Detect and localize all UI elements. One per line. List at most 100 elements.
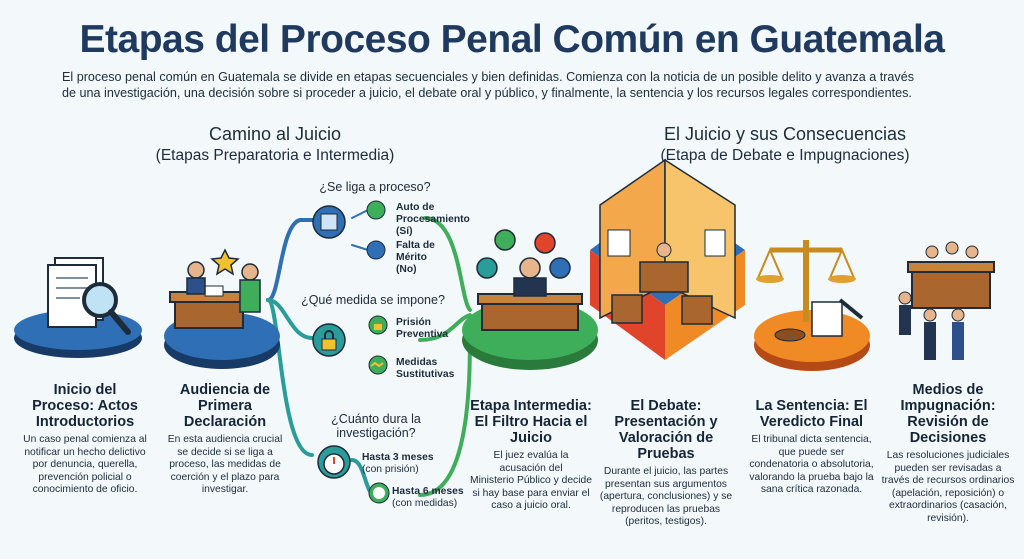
connector-q3 (266, 298, 314, 457)
stage-3-illustration (462, 229, 598, 370)
option-line: Procesamiento (396, 214, 470, 225)
intro-line-1: El proceso penal común en Guatemala se d… (62, 70, 914, 84)
stage-4-illustration (590, 158, 745, 360)
connector-q1-opts (351, 209, 369, 251)
stage-desc-line: que puede ser (778, 446, 845, 458)
stage-desc-line: se decide si se liga a (177, 446, 273, 458)
stage-title: Medios de Impugnación: Revisión de Decis… (874, 382, 1022, 446)
stage-desc-line: notificar un hecho delictivo (24, 446, 146, 458)
option-line: Mérito (396, 252, 427, 263)
stage-title: El Debate: Presentación y Valoración de … (596, 398, 736, 462)
stage-desc-line: reproducen las pruebas (611, 503, 721, 515)
stage-title-line: El Filtro Hacia el (474, 414, 588, 430)
falta-merito-icon (366, 240, 386, 260)
option-tres-meses: Hasta 3 meses (con prisión) (362, 452, 452, 476)
stage-desc-line: El juez evalúa la (493, 450, 569, 461)
left-section-title: Camino al Juicio (Etapas Preparatoria e … (110, 123, 440, 167)
option-line: (con prisión) (362, 464, 419, 475)
stage-title: Etapa Intermedia: El Filtro Hacia el Jui… (466, 398, 596, 446)
option-line: (con medidas) (392, 498, 458, 509)
intro-text: El proceso penal común en Guatemala se d… (62, 69, 962, 101)
page-title: Etapas del Proceso Penal Común en Guatem… (79, 18, 945, 61)
connector-to-intermedia-2 (418, 313, 472, 342)
option-line: Preventiva (396, 329, 449, 340)
clock-icon (368, 482, 390, 504)
handshake-icon (368, 355, 388, 375)
stage-desc-line: acusación del (499, 462, 563, 474)
stage-desc-line: investigar. (201, 484, 249, 496)
stopwatch-icon (317, 445, 351, 479)
option-line: Hasta 6 meses (392, 486, 464, 497)
question-medida: ¿Qué medida se impone? (301, 293, 445, 307)
stage-title-line: Primera (197, 398, 252, 414)
option-medidas-sustitutivas: Medidas Sustitutivas (396, 357, 486, 381)
question-line: ¿Cuánto dura la (331, 412, 421, 426)
stage-desc-line: Ministerio Público y decide (470, 475, 592, 487)
question-liga-proceso: ¿Se liga a proceso? (319, 180, 431, 194)
stage-desc-line: presentan sus argumentos (605, 478, 727, 490)
question-line: investigación? (336, 426, 416, 440)
stage-title: Inicio del Proceso: Actos Introductorios (20, 382, 150, 430)
stage-desc-line: por denuncia, querella, (32, 459, 138, 471)
stage-desc: Un caso penal comienza al notificar un h… (20, 434, 150, 497)
stage-desc-line: En esta audiencia crucial (167, 434, 283, 445)
right-section-title-line-1: El Juicio y sus Consecuencias (663, 124, 907, 144)
stage-title-line: Declaración (183, 414, 267, 430)
stage-sentencia: La Sentencia: El Veredicto Final El trib… (744, 398, 879, 497)
stage-title-line: Decisiones (909, 430, 987, 446)
stage-desc-line: sana crítica razonada. (760, 484, 863, 496)
stage-desc-line: pueden ser revisadas a (894, 462, 1002, 474)
stage-desc: Las resoluciones judiciales pueden ser r… (874, 450, 1022, 526)
option-line: Prisión (396, 317, 431, 328)
option-line: (Sí) (396, 226, 413, 237)
stage-title-line: Introductorios (35, 414, 135, 430)
option-line: (No) (396, 264, 417, 275)
gavel-decision-icon (312, 205, 346, 239)
stage-desc-line: conocimiento de oficio. (32, 484, 138, 496)
right-section-title: El Juicio y sus Consecuencias (Etapa de … (620, 123, 950, 167)
stage-title-line: La Sentencia: El (755, 398, 868, 414)
stage-desc-line: Durante el juicio, las partes (603, 466, 729, 477)
stage-desc-line: prevención policial o (38, 471, 132, 483)
stage-desc-line: El tribunal dicta sentencia, (751, 434, 872, 445)
stage-title-line: Proceso: Actos (32, 398, 138, 414)
stage-2-illustration (164, 248, 280, 369)
option-prision-preventiva: Prisión Preventiva (396, 317, 486, 341)
stage-desc-line: revisión). (927, 512, 969, 524)
stage-title-line: Medios de (912, 382, 984, 398)
procesamiento-icon (366, 200, 386, 220)
connector-q1 (266, 218, 314, 302)
stage-title-line: Revisión de (907, 414, 989, 430)
option-seis-meses: Hasta 6 meses (con medidas) (392, 486, 482, 510)
stage-desc-line: Un caso penal comienza al (23, 434, 147, 445)
stage-desc-line: (apelación, reposición) o (891, 487, 1005, 499)
right-section-title-line-2: (Etapa de Debate e Impugnaciones) (660, 147, 910, 164)
stage-1-illustration (14, 257, 142, 358)
left-section-title-line-2: (Etapas Preparatoria e Intermedia) (155, 147, 395, 164)
stage-title-line: Pruebas (637, 446, 695, 462)
stage-desc-line: caso a juicio oral. (491, 500, 571, 512)
stage-title: Audiencia de Primera Declaración (160, 382, 290, 430)
connector-to-intermedia-1 (423, 216, 472, 312)
prision-lock-icon (368, 315, 388, 335)
stage-title-line: Audiencia de (179, 382, 271, 398)
stage-desc: En esta audiencia crucial se decide si s… (160, 434, 290, 497)
stage-intermedia: Etapa Intermedia: El Filtro Hacia el Jui… (466, 398, 596, 513)
stage-desc: Durante el juicio, las partes presentan … (596, 466, 736, 529)
stage-title: La Sentencia: El Veredicto Final (744, 398, 879, 430)
stage-desc: El tribunal dicta sentencia, que puede s… (744, 434, 879, 497)
stage-title-line: El Debate: (630, 398, 702, 414)
option-line: Falta de (396, 240, 435, 251)
option-auto-procesamiento: Auto de Procesamiento (Sí) (396, 202, 486, 238)
option-falta-merito: Falta de Mérito (No) (396, 240, 486, 276)
stage-audiencia: Audiencia de Primera Declaración En esta… (160, 382, 290, 497)
stage-desc-line: condenatoria o absolutoria, (749, 459, 874, 471)
stage-5-illustration (754, 240, 870, 371)
stage-title-line: Inicio del (53, 382, 117, 398)
stage-title-line: Juicio (510, 430, 552, 446)
branch-connectors (266, 209, 472, 497)
stage-title-line: Valoración de (618, 430, 714, 446)
stage-title-line: Impugnación: (900, 398, 996, 414)
stage-title-line: Presentación y (614, 414, 718, 430)
stage-desc-line: (apertura, conclusiones) y se (599, 491, 733, 503)
